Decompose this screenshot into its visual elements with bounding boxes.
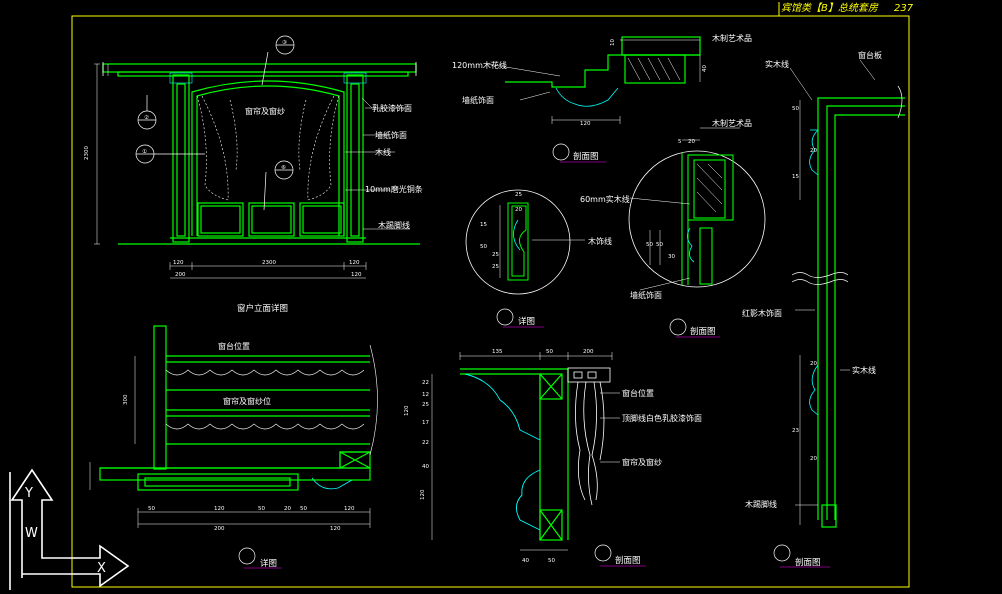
window-elevation: 2300 120 200 2300 120 120 ③ ② ① ⑥: [84, 35, 423, 314]
sec5-dim-30: 30: [668, 254, 675, 260]
elev-dim-height: 2300: [84, 146, 90, 160]
det2-dim-20: 20: [515, 207, 522, 213]
section-bottom-middle: 135 50 200 22 12 25 17 22 120 40 120 40 …: [404, 349, 702, 567]
elev-dim-bottom-1: 120: [173, 260, 184, 266]
elev-callout-wallpaper: 墙纸饰面: [375, 130, 407, 140]
elev-dim-bottom-2: 200: [175, 272, 186, 278]
sec3-dim-b2: 50: [548, 558, 555, 564]
det1-title: 详图: [260, 558, 277, 569]
elev-callout-curtain: 窗帘及窗纱: [245, 106, 285, 116]
det2-dim-25c: 25: [492, 264, 499, 270]
elev-bubble-2: ②: [144, 114, 149, 121]
det2-dim-15: 15: [480, 222, 487, 228]
sec4-title: 剖面图: [795, 557, 821, 568]
sec3-dim-l7: 40: [422, 464, 429, 470]
section-circle-right: 5 20 50 50 30 木制艺术品 60mm实木线 墙纸饰面 剖面图: [580, 118, 766, 338]
section-right-tall: 50 20 15 20 23 20 窗台板 实木线 红影木饰面 实木线 木踢脚线…: [742, 50, 905, 568]
sec3-dim-l3: 25: [422, 402, 429, 408]
sec3-title: 剖面图: [615, 555, 641, 566]
sec3-dim-l4: 17: [422, 420, 429, 426]
sec3-dim-b1: 40: [522, 558, 529, 564]
ucs-w-label: W: [25, 526, 38, 541]
elev-bubble-3: ③: [282, 40, 287, 46]
sec3-callout-sill-position: 窗台位置: [622, 388, 654, 398]
sec1-callout-art: 木制艺术品: [712, 33, 752, 43]
sec3-dim-l5: 22: [422, 440, 429, 446]
elev-dim-bottom-3: 2300: [262, 260, 276, 266]
det2-callout-wood-trim: 木饰线: [588, 236, 612, 246]
sec4-dim-20b: 20: [810, 361, 817, 367]
det1-dim-b3: 50: [258, 506, 265, 512]
sec3-callout-curtain: 窗帘及窗纱: [622, 457, 662, 467]
det2-title: 详图: [518, 316, 535, 327]
sec5-dim-50b: 50: [656, 242, 663, 248]
section-top-middle: 120 40 10 120mm木花线 墙纸饰面 木制艺术品 剖面图: [452, 33, 752, 163]
sec4-callout-solid-wood-top: 实木线: [765, 59, 789, 69]
sec1-callout-wallpaper: 墙纸饰面: [462, 95, 494, 105]
sec1-dim-120: 120: [580, 121, 591, 127]
sec3-dim-top-200: 200: [583, 349, 594, 355]
sec4-callout-red-wood: 红影木饰面: [742, 308, 782, 318]
sec1-dim-40: 40: [702, 65, 708, 72]
det2-dim-25b: 25: [492, 252, 499, 258]
det2-dim-25a: 25: [515, 192, 522, 198]
elev-callout-copper-strip: 10mm磨光铜条: [365, 184, 423, 194]
elev-title: 窗户立面详图: [237, 303, 288, 314]
sec4-dim-15: 15: [792, 174, 799, 180]
ucs-axis-icon: [9, 468, 130, 590]
detail-circle-left: 25 20 50 15 25 25 木饰线 详图: [465, 189, 612, 328]
sec1-callout-wood-flower-line: 120mm木花线: [452, 60, 507, 70]
sec3-dim-top-135: 135: [492, 349, 503, 355]
sec3-dim-l6: 120: [404, 405, 410, 416]
det1-dim-b6: 120: [344, 506, 355, 512]
det1-dim-b4: 20: [284, 506, 291, 512]
elev-callout-skirting: 木踢脚线: [378, 220, 410, 230]
sec3-dim-top-50: 50: [546, 349, 553, 355]
sec5-title: 剖面图: [690, 326, 716, 337]
ucs-x-label: X: [97, 561, 106, 576]
sec3-dim-l2: 12: [422, 392, 429, 398]
sec4-dim-20a: 20: [810, 148, 817, 154]
sec3-dim-l8: 120: [420, 489, 426, 500]
det2-dim-50: 50: [480, 244, 487, 250]
sec5-dim-5: 5: [678, 139, 682, 145]
elev-dim-bottom-4: 120: [349, 260, 360, 266]
det1-dim-b2: 120: [214, 506, 225, 512]
sec5-callout-wallpaper: 墙纸饰面: [630, 290, 662, 300]
sec4-callout-sill: 窗台板: [858, 50, 882, 60]
det1-dim-total-120: 120: [330, 526, 341, 532]
detail-bottom-left: 300 50 120 50 20 50 120 200 120 窗台位置 窗帘及…: [89, 325, 378, 569]
sheet-page-number: 237: [894, 3, 914, 14]
sec4-dim-23: 23: [792, 428, 799, 434]
elev-dim-bottom-5: 120: [351, 272, 362, 278]
det1-dim-total-200: 200: [214, 526, 225, 532]
det1-callout-curtain-position: 窗帘及窗纱位: [223, 396, 271, 406]
sec4-dim-20c: 20: [810, 456, 817, 462]
elev-callout-latex-paint: 乳胶漆饰面: [372, 103, 412, 113]
drawing-frame: [71, 2, 910, 588]
sec4-callout-solid-wood-bottom: 实木线: [852, 365, 876, 375]
det1-callout-sill-position: 窗台位置: [218, 341, 250, 351]
ucs-y-label: Y: [24, 486, 33, 501]
elev-bubble-6: ⑥: [281, 165, 286, 171]
det1-dim-b5: 50: [300, 506, 307, 512]
sec3-dim-l1: 22: [422, 380, 429, 386]
sec3-callout-top-line: 顶脚线白色乳胶漆饰面: [622, 413, 702, 423]
elev-bubble-1: ①: [142, 149, 147, 155]
det1-dim-b1: 50: [148, 506, 155, 512]
det1-dim-300: 300: [123, 394, 129, 405]
sec5-dim-50a: 50: [646, 242, 653, 248]
elev-callout-wood-line: 木线: [375, 147, 391, 157]
sec4-dim-50: 50: [792, 106, 799, 112]
sec5-dim-20: 20: [688, 139, 695, 145]
sec4-callout-skirting: 木踢脚线: [745, 499, 777, 509]
sheet-title: 宾馆类【B】总统套房: [781, 2, 879, 14]
sec5-callout-solid-wood: 60mm实木线: [580, 194, 630, 204]
sec5-callout-art: 木制艺术品: [712, 118, 752, 128]
sec1-title: 剖面图: [573, 151, 599, 162]
sec1-dim-10: 10: [610, 39, 616, 46]
